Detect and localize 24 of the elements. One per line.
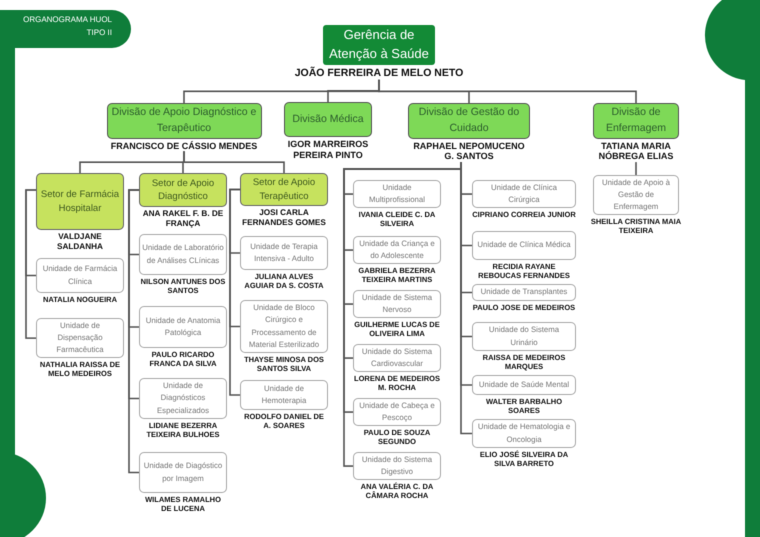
connector-line [460, 162, 472, 434]
management-box: Gerência de Atenção à Saúde [323, 25, 435, 65]
connector-line [229, 188, 240, 396]
connector-line [635, 162, 637, 175]
connector-line [25, 189, 36, 339]
division-box: Divisão Médica [284, 102, 372, 137]
chart-title: ORGANOGRAMA HUOL TIPO II [22, 14, 112, 39]
manager-name: TATIANA MARIA NÓBREGA ELIAS [598, 140, 674, 162]
manager-name: IGOR MARREIROS PEREIRA PINTO [286, 139, 370, 161]
division-box: Divisão de Gestão do Cuidado [408, 103, 530, 138]
connector-line [378, 80, 637, 103]
connector-line [183, 151, 285, 173]
division-box: Divisão de Apoio Diagnóstico e Terapêutico [106, 103, 262, 138]
manager-name: FRANCISCO DE CÁSSIO MENDES [110, 140, 258, 152]
manager-name: RAPHAEL NEPOMUCENO G. SANTOS [412, 140, 526, 162]
manager-name: ANA RAKEL F. B. DE FRANÇA [142, 209, 224, 229]
sector-box: Setor de Farmácia Hospitalar [36, 173, 124, 230]
division-box: Divisão de Enfermagem [593, 103, 679, 138]
manager-name: JOÃO FERREIRA DE MELO NETO [294, 67, 464, 80]
sector-box: Setor de Apoio Diagnóstico [139, 173, 227, 207]
manager-name: JOSI CARLA FERNANDES GOMES [241, 208, 327, 228]
manager-name: VALDJANE SALDANHA [56, 232, 104, 252]
connector-line [128, 189, 139, 474]
sector-box: Setor de Apoio Terapêutico [240, 173, 328, 206]
